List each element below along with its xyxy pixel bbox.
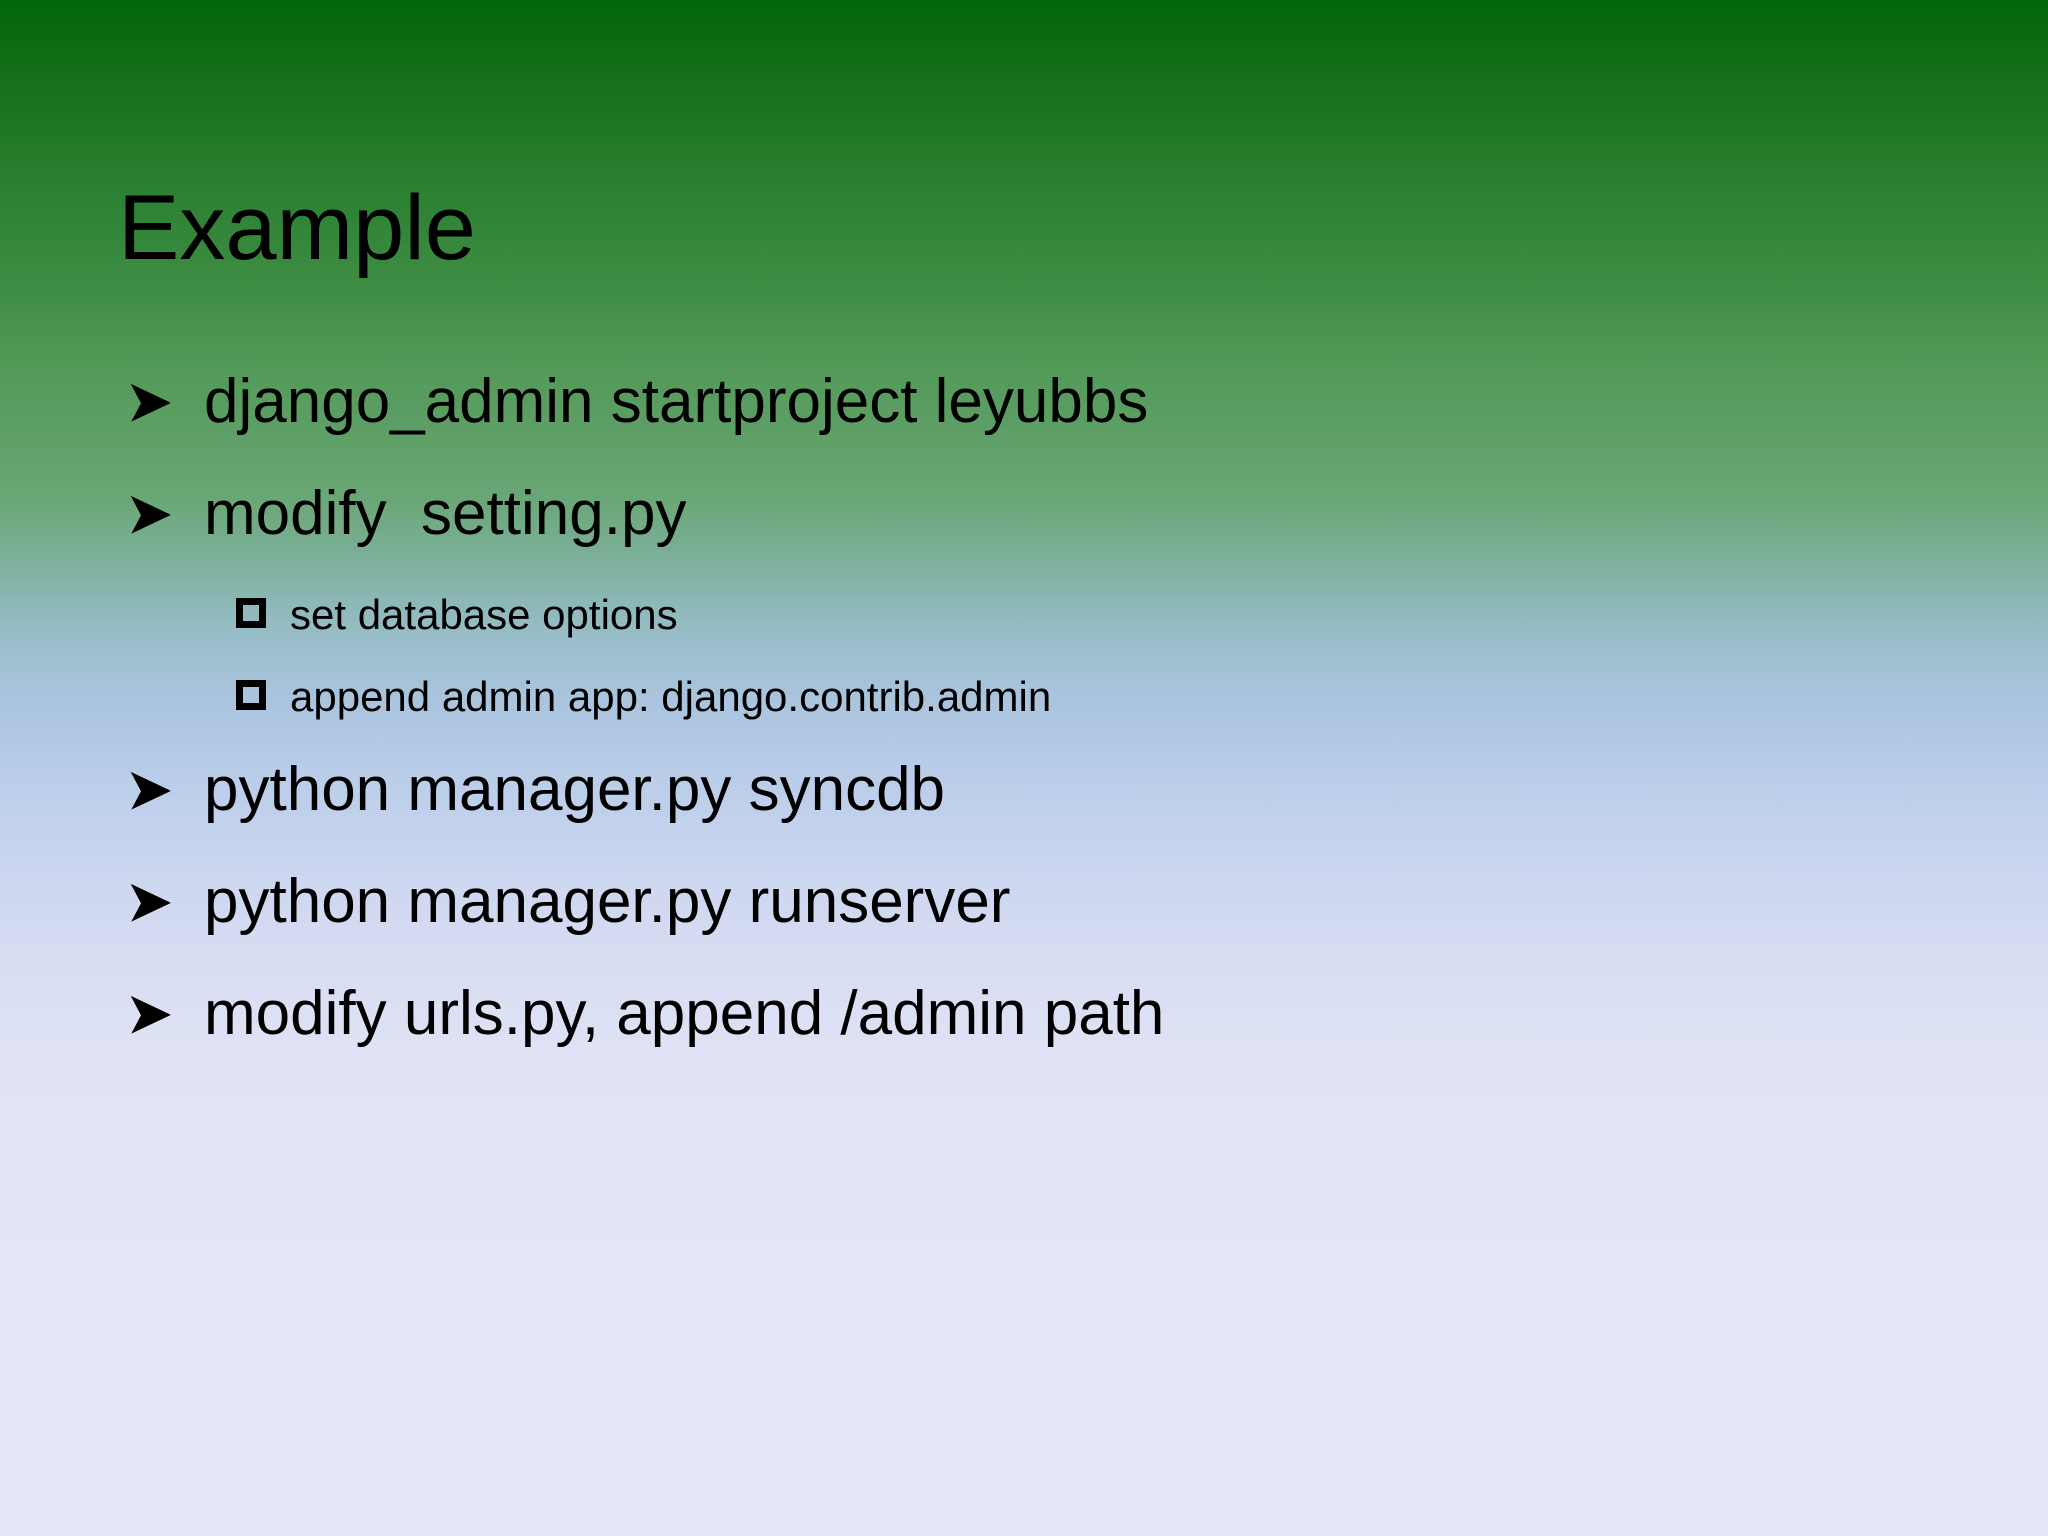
list-item-label: modify urls.py, append /admin path bbox=[204, 979, 1165, 1048]
square-bullet-icon bbox=[236, 674, 290, 710]
arrow-bullet-icon bbox=[128, 480, 204, 538]
list-item[interactable]: django_admin startproject leyubbs bbox=[0, 367, 1900, 480]
arrow-bullet-icon bbox=[128, 368, 204, 426]
arrow-bullet-icon bbox=[128, 980, 204, 1038]
list-item-label: python manager.py syncdb bbox=[204, 755, 946, 824]
list-item-label: set database options bbox=[290, 591, 678, 638]
slide-bullet-list: django_admin startproject leyubbs modify… bbox=[0, 367, 1900, 1092]
list-item[interactable]: set database options bbox=[0, 591, 1900, 674]
list-item-label: python manager.py runserver bbox=[204, 867, 1011, 936]
arrow-bullet-icon bbox=[128, 756, 204, 814]
list-item-label: append admin app: django.contrib.admin bbox=[290, 673, 1052, 720]
page-title: Example bbox=[118, 176, 476, 279]
list-item[interactable]: python manager.py syncdb bbox=[0, 755, 1900, 868]
list-item[interactable]: append admin app: django.contrib.admin bbox=[0, 673, 1900, 756]
list-item-label: modify setting.py bbox=[204, 479, 687, 548]
list-item[interactable]: modify urls.py, append /admin path bbox=[0, 979, 1900, 1092]
list-item[interactable]: python manager.py runserver bbox=[0, 867, 1900, 980]
list-item[interactable]: modify setting.py bbox=[0, 479, 1900, 592]
arrow-bullet-icon bbox=[128, 868, 204, 926]
square-bullet-icon bbox=[236, 592, 290, 628]
list-item-label: django_admin startproject leyubbs bbox=[204, 367, 1149, 436]
